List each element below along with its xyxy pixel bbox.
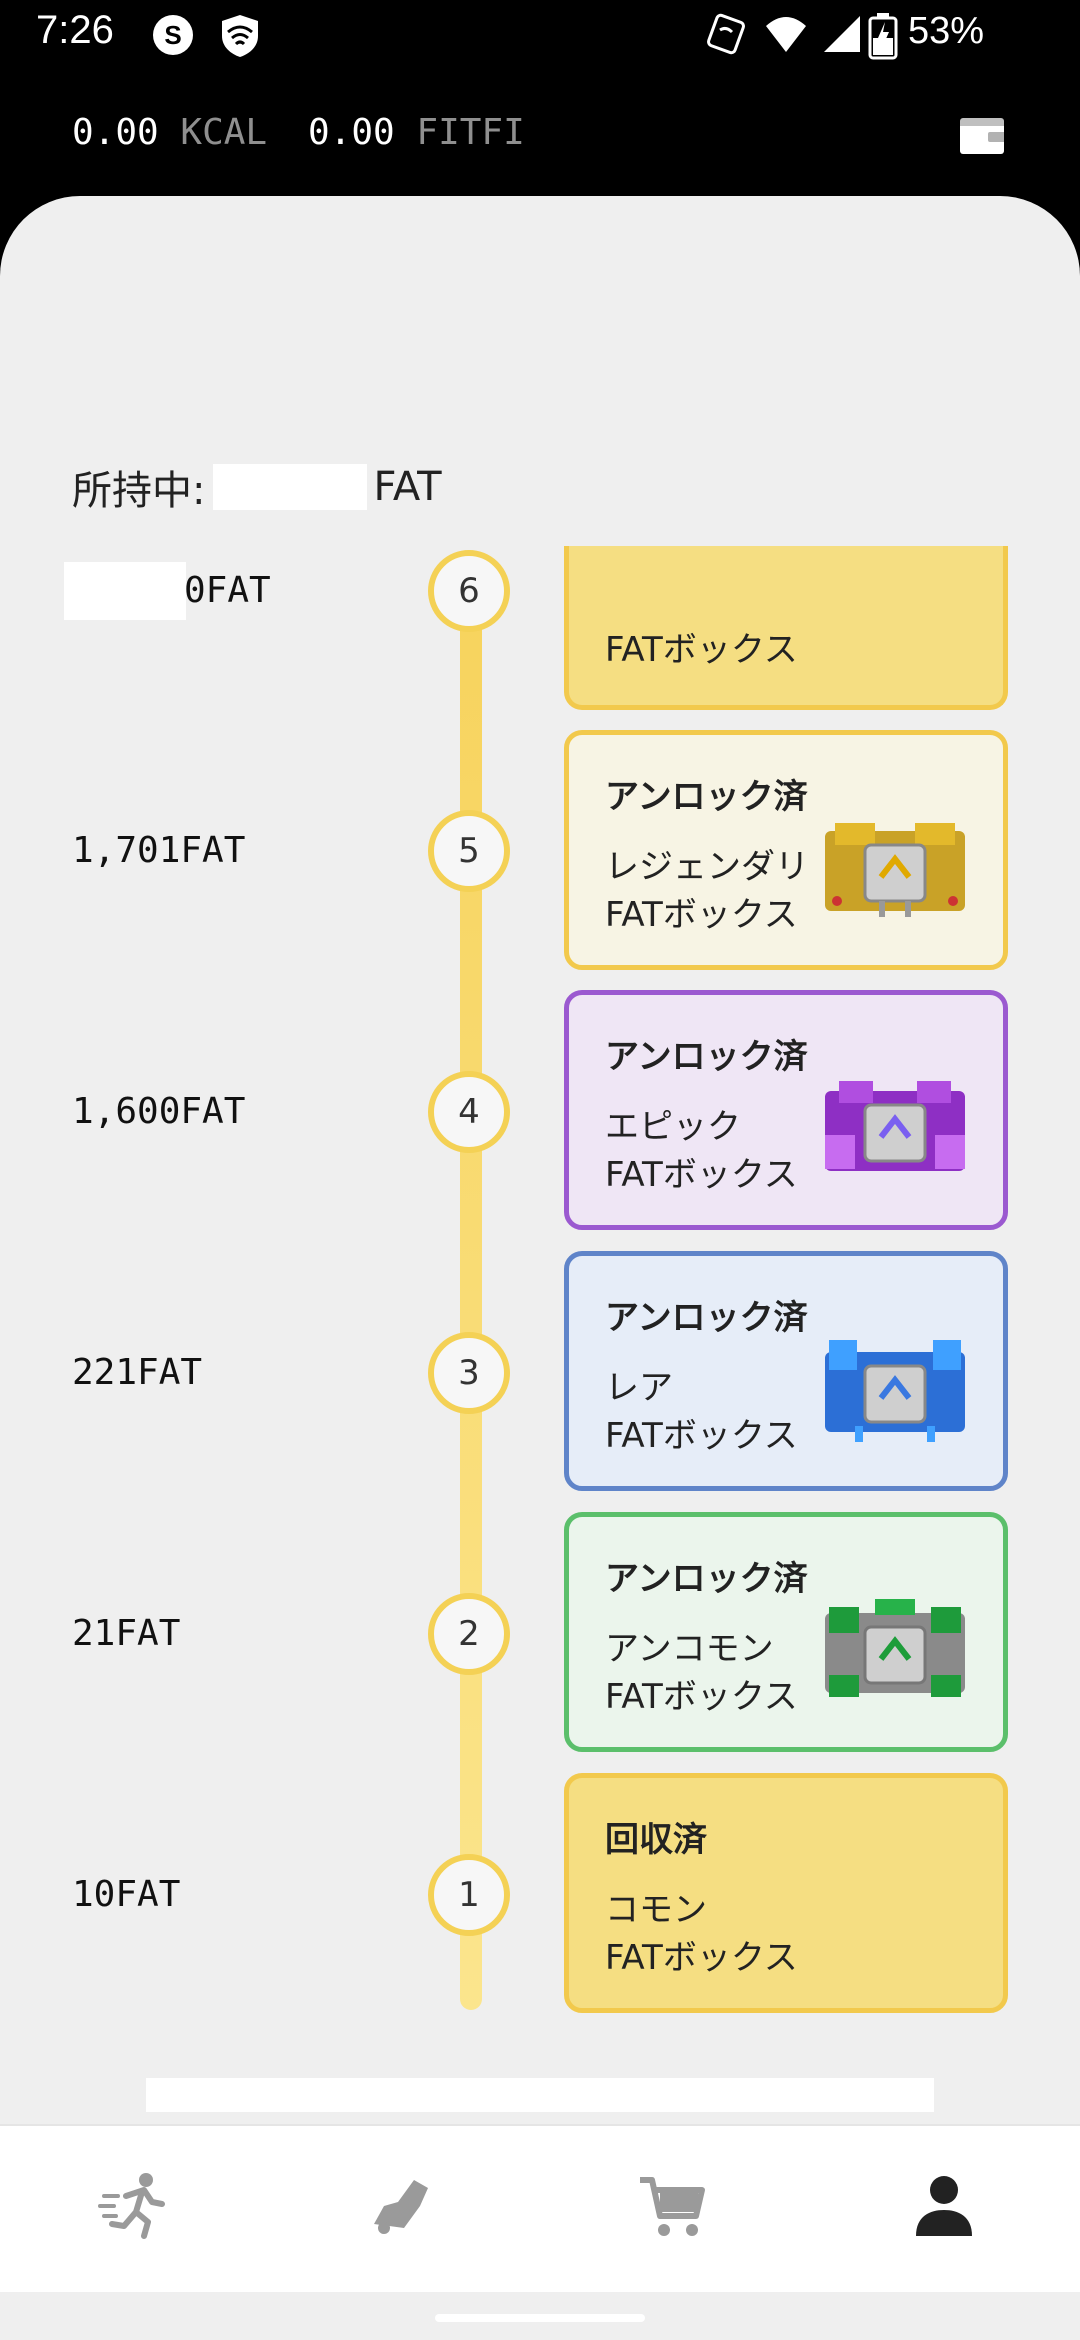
kcal-balance: 0.00 KCAL	[72, 112, 267, 153]
bottom-nav	[0, 2124, 1080, 2292]
level-6-amount: 0FAT	[184, 570, 271, 611]
wallet-icon[interactable]	[958, 112, 1008, 158]
battery-icon	[868, 13, 898, 60]
level-1-amount: 10FAT	[72, 1874, 181, 1915]
kcal-unit: KCAL	[180, 112, 268, 153]
level-1-status: 回収済	[605, 1820, 707, 1860]
level-6-card[interactable]: FATボックス	[564, 546, 1008, 710]
level-3-node: 3	[428, 1332, 510, 1414]
status-bar: 7:26 S 53%	[0, 0, 1080, 72]
level-5-name-line1: レジェンダリ	[605, 847, 809, 887]
timeline-rail	[460, 590, 482, 2010]
level-6-box-name: FATボックス	[605, 630, 798, 670]
home-indicator[interactable]	[435, 2314, 645, 2322]
owned-unit: FAT	[373, 464, 442, 510]
level-1-name-line2: FATボックス	[605, 1938, 798, 1978]
svg-text:S: S	[164, 20, 181, 50]
running-icon[interactable]	[96, 2166, 176, 2246]
level-1-name-line1: コモン	[605, 1890, 707, 1930]
fitfi-unit: FITFI	[416, 112, 525, 153]
level-3-name-line2: FATボックス	[605, 1416, 798, 1456]
level-5-name-line2: FATボックス	[605, 895, 798, 935]
level-3-name-line1: レア	[605, 1368, 673, 1408]
fitfi-balance: 0.00 FITFI	[308, 112, 525, 153]
rare-box-icon	[825, 1340, 965, 1442]
level-5-node: 5	[428, 810, 510, 892]
level-2-card[interactable]: アンロック済 アンコモン FATボックス	[564, 1512, 1008, 1752]
battery-percent: 53%	[907, 10, 984, 52]
kcal-value: 0.00	[72, 112, 159, 153]
level-4-status: アンロック済	[605, 1037, 808, 1077]
person-icon[interactable]	[904, 2166, 984, 2246]
level-6-node: 6	[428, 550, 510, 632]
level-5-box-name: レジェンダリ FATボックス	[605, 843, 809, 939]
level-2-name-line2: FATボックス	[605, 1677, 798, 1717]
level-5-card[interactable]: アンロック済 レジェンダリ FATボックス	[564, 730, 1008, 970]
level-4-node: 4	[428, 1071, 510, 1153]
nfc-icon	[706, 13, 746, 55]
balance-bar: 0.00 KCAL 0.00 FITFI	[0, 100, 1080, 170]
level-1-card[interactable]: 回収済 コモン FATボックス	[564, 1773, 1008, 2013]
level-2-status: アンロック済	[605, 1559, 808, 1599]
level-2-amount: 21FAT	[72, 1613, 181, 1654]
level-5-status: アンロック済	[605, 777, 808, 817]
s-app-icon: S	[153, 15, 193, 55]
level-3-card[interactable]: アンロック済 レア FATボックス	[564, 1251, 1008, 1491]
level-2-node: 2	[428, 1593, 510, 1675]
uncommon-box-icon	[825, 1599, 965, 1697]
level-1-box-name: コモン FATボックス	[605, 1886, 798, 1982]
level-4-name-line2: FATボックス	[605, 1155, 798, 1195]
bottom-action-strip[interactable]	[146, 2078, 934, 2112]
level-4-box-name: エピック FATボックス	[605, 1103, 798, 1199]
cell-signal-icon	[824, 16, 860, 52]
level-6-amount-redacted	[64, 562, 186, 620]
level-2-box-name: アンコモン FATボックス	[605, 1625, 798, 1721]
level-4-name-line1: エピック	[605, 1107, 741, 1147]
level-5-amount: 1,701FAT	[72, 830, 246, 871]
level-2-name-line1: アンコモン	[605, 1629, 774, 1669]
owned-value-redacted	[213, 464, 368, 510]
owned-label: 所持中:	[72, 468, 206, 514]
level-4-card[interactable]: アンロック済 エピック FATボックス	[564, 990, 1008, 1230]
level-3-box-name: レア FATボックス	[605, 1364, 798, 1460]
fitfi-value: 0.00	[308, 112, 395, 153]
shield-wifi-icon	[222, 15, 258, 57]
legendary-box-icon	[825, 823, 965, 917]
epic-box-icon	[825, 1081, 965, 1171]
sneaker-icon[interactable]	[364, 2166, 444, 2246]
wifi-signal-icon	[766, 17, 806, 52]
owned-fat: 所持中: FAT	[72, 458, 442, 516]
cart-icon[interactable]	[632, 2166, 712, 2246]
level-3-amount: 221FAT	[72, 1352, 203, 1393]
level-1-node: 1	[428, 1854, 510, 1936]
level-4-amount: 1,600FAT	[72, 1091, 246, 1132]
level-3-status: アンロック済	[605, 1298, 808, 1338]
status-time: 7:26	[36, 8, 114, 52]
